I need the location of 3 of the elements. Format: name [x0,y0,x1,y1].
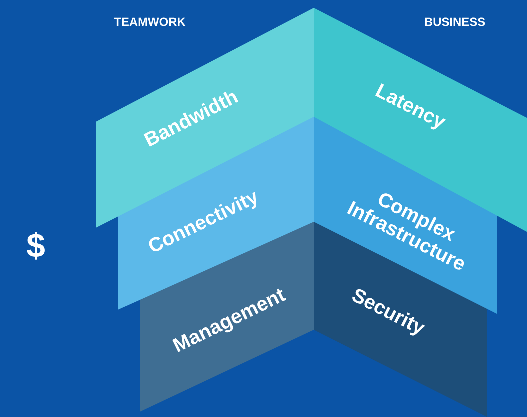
label: TEAMWORK [114,18,186,26]
label: BUSINESS [425,18,486,26]
label: $ [27,232,45,260]
